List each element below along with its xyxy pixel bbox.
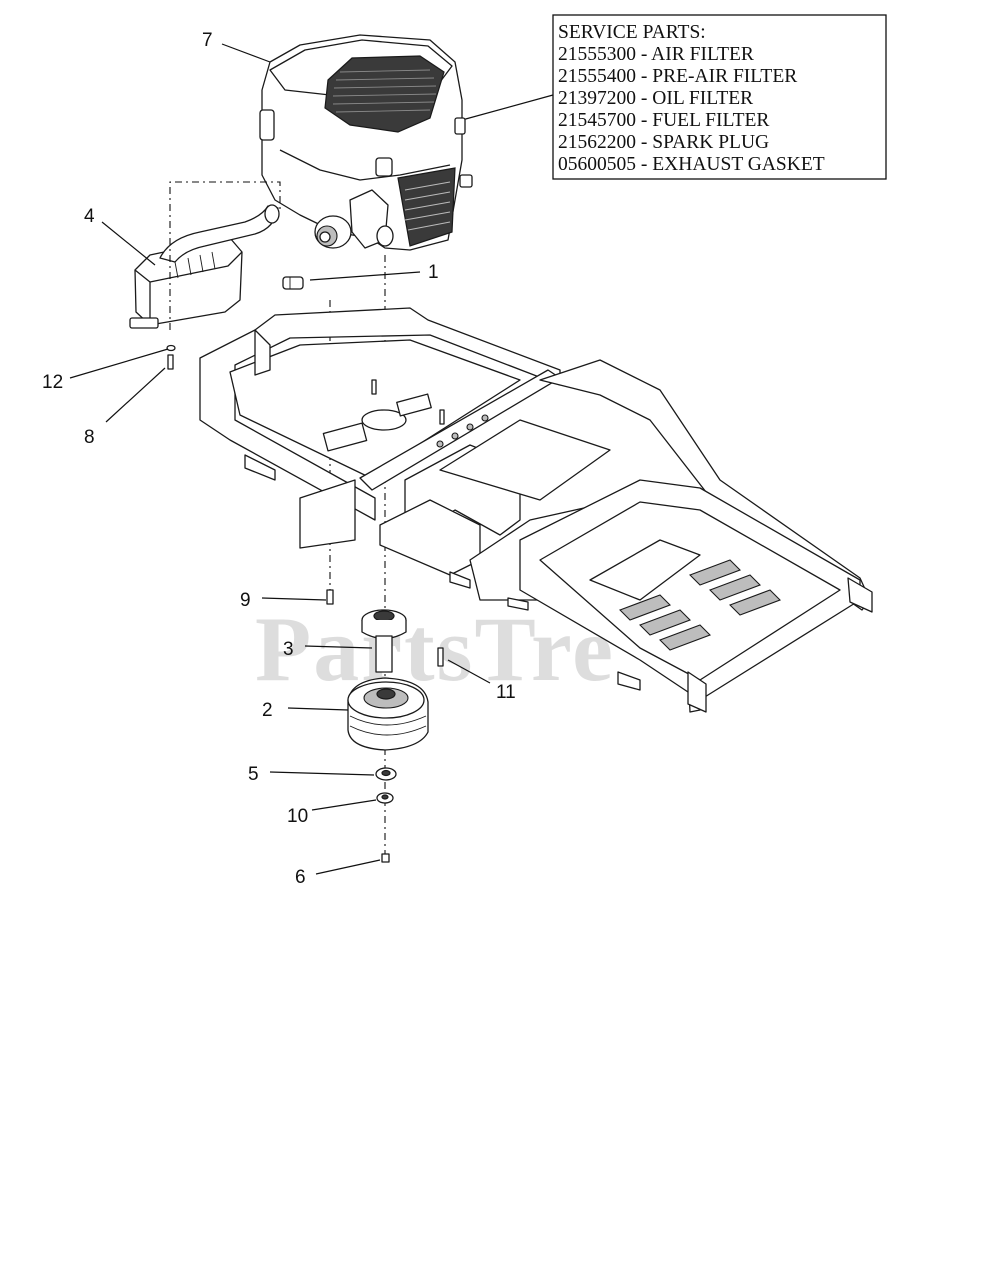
leader-1 (309, 271, 421, 281)
callout-10: 10 (287, 806, 308, 827)
mower-frame (199, 307, 873, 713)
leader-4 (101, 221, 156, 266)
leader-11 (447, 659, 491, 684)
part-9-bolt (326, 589, 334, 605)
callout-7: 7 (202, 30, 213, 51)
engine-assembly (259, 34, 473, 251)
leader-6 (315, 859, 381, 875)
callout-5: 5 (248, 764, 259, 785)
callout-1: 1 (428, 262, 439, 283)
callout-4: 4 (84, 206, 95, 227)
service-part-exhaust-gasket: 05600505 - EXHAUST GASKET (558, 154, 825, 175)
callout-9: 9 (240, 590, 251, 611)
part-4-muffler (129, 204, 280, 329)
part-1-fitting (282, 276, 304, 290)
service-part-oil-filter: 21397200 - OIL FILTER (558, 88, 753, 109)
part-11-key (437, 647, 444, 667)
leader-10 (311, 799, 377, 811)
leader-8 (105, 367, 166, 423)
leader-2 (287, 707, 349, 711)
service-parts-box: SERVICE PARTS: 21555300 - AIR FILTER 215… (552, 14, 887, 180)
callout-6: 6 (295, 867, 306, 888)
oil-filter (314, 215, 352, 249)
part-2-clutch (347, 677, 429, 751)
part-8-bolt (167, 354, 174, 370)
callout-12: 12 (42, 372, 63, 393)
callout-2: 2 (262, 700, 273, 721)
service-parts-leader (461, 94, 554, 121)
service-part-pre-air-filter: 21555400 - PRE-AIR FILTER (558, 66, 797, 87)
service-part-fuel-filter: 21545700 - FUEL FILTER (558, 110, 769, 131)
part-10-washer (376, 792, 394, 804)
callout-3: 3 (283, 639, 294, 660)
watermark: PartsTre (255, 598, 615, 700)
callout-11: 11 (496, 682, 516, 703)
service-part-spark-plug: 21562200 - SPARK PLUG (558, 132, 769, 153)
leader-5 (269, 771, 375, 776)
leader-3 (304, 645, 373, 649)
service-part-air-filter: 21555300 - AIR FILTER (558, 44, 754, 65)
alignment-line-muffler (169, 181, 281, 330)
leader-9 (261, 597, 327, 601)
part-3-pulley (361, 609, 407, 673)
leader-7 (221, 43, 271, 63)
part-6-bolt (381, 853, 390, 863)
leader-12 (69, 348, 169, 379)
service-parts-heading: SERVICE PARTS: (558, 22, 706, 43)
callout-8: 8 (84, 427, 95, 448)
part-5-washer (375, 767, 397, 781)
part-12-washer (166, 344, 176, 352)
